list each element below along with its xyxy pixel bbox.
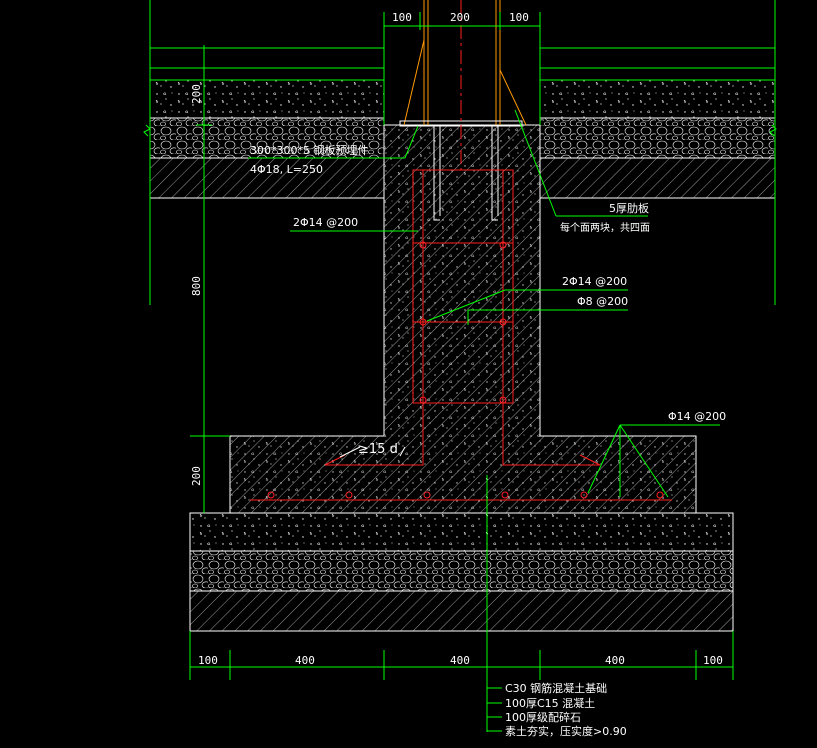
dim-bottom-2: 400 bbox=[295, 654, 315, 667]
rebar-cage bbox=[250, 169, 672, 501]
lower-ground-layers bbox=[189, 512, 734, 632]
dim-left-middle: 800 bbox=[190, 276, 203, 296]
leader-lines bbox=[248, 109, 720, 732]
dim-bottom-3: 400 bbox=[450, 654, 470, 667]
legend-item-1: C30 钢筋混凝土基础 bbox=[505, 681, 607, 695]
dim-top-left: 100 bbox=[392, 11, 412, 24]
legend-item-4: 素土夯实，压实度>0.90 bbox=[505, 724, 627, 738]
rib-plate-label: 5厚肋板 bbox=[609, 201, 649, 215]
legend-item-3: 100厚级配碎石 bbox=[505, 710, 581, 724]
upper-ground-layers bbox=[143, 47, 777, 199]
dim-bottom-5: 100 bbox=[703, 654, 723, 667]
bottom-dimension-line bbox=[189, 631, 734, 680]
anchorage-arrow bbox=[339, 446, 361, 458]
rib-note-label: 每个面两块，共四面 bbox=[560, 221, 650, 234]
dim-left-upper: 200 bbox=[190, 84, 203, 104]
anchor-bars bbox=[433, 126, 499, 221]
anchorage-tick bbox=[399, 446, 406, 457]
dim-top-middle: 200 bbox=[450, 11, 470, 24]
stem-rebar-right-label: 2Φ14 @200 bbox=[562, 275, 627, 288]
footing-rebar-label: Φ14 @200 bbox=[668, 410, 726, 423]
dim-bottom-1: 100 bbox=[198, 654, 218, 667]
embedded-plate-label: 300*300*5 钢板预埋件 bbox=[250, 143, 369, 157]
dim-top-right: 100 bbox=[509, 11, 529, 24]
dim-bottom-4: 400 bbox=[605, 654, 625, 667]
legend-item-2: 100厚C15 混凝土 bbox=[505, 696, 595, 710]
stirrup-label: Φ8 @200 bbox=[577, 295, 628, 308]
stem-rebar-left-label: 2Φ14 @200 bbox=[293, 216, 358, 229]
anchor-bars-label: 4Φ18, L=250 bbox=[250, 163, 323, 176]
steel-column bbox=[399, 0, 527, 127]
left-dimension-line bbox=[190, 45, 230, 513]
rebar-dots bbox=[267, 241, 664, 499]
anchorage-label: ≥15 d bbox=[358, 442, 398, 457]
top-dimension-line bbox=[383, 12, 541, 125]
dim-left-lower: 200 bbox=[190, 466, 203, 486]
